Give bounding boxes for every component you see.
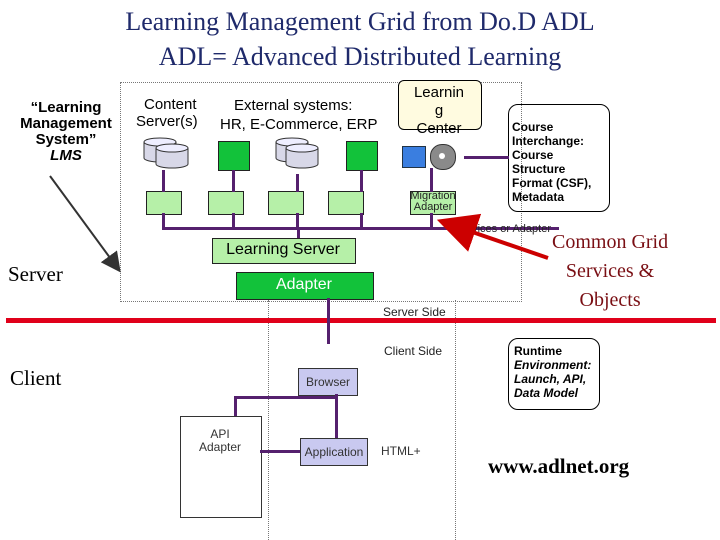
connector	[296, 174, 299, 192]
connector	[234, 396, 338, 399]
connector	[260, 450, 300, 453]
migration-adapter-line-1: Migration	[410, 190, 456, 202]
disc-center-icon	[439, 153, 445, 159]
api-adapter-line-1: API	[210, 427, 230, 441]
external-system-box-1	[218, 141, 250, 171]
connector	[234, 398, 237, 416]
connector	[335, 394, 338, 438]
adapter-box	[236, 272, 374, 300]
common-grid-arrow	[436, 213, 549, 260]
course-interchange-line-4: Structure	[512, 162, 566, 176]
content-server-label: Content Server(s)	[136, 96, 198, 130]
connector	[430, 168, 433, 192]
course-interchange-line-1: Course	[512, 120, 554, 134]
common-grid-line-1: Common Grid	[552, 231, 669, 253]
client-connector	[327, 298, 330, 344]
title-line-1: Learning Management Grid from Do.D ADL	[125, 7, 595, 36]
connector	[360, 213, 363, 229]
connector	[162, 170, 165, 192]
database-icon	[285, 143, 319, 169]
services-bus	[162, 227, 559, 230]
database-icon	[155, 143, 189, 169]
title-line-2: ADL= Advanced Distributed Learning	[158, 42, 562, 71]
api-adapter-line-2: Adapter	[198, 440, 242, 454]
external-systems-label: External systems: HR, E-Commerce, ERP	[220, 96, 378, 134]
runtime-line-3: Launch, API,	[514, 372, 587, 386]
connector	[430, 213, 433, 229]
client-side-label: Client Side	[384, 344, 443, 358]
runtime-environment-label: Runtime Environment: Launch, API, Data M…	[514, 344, 591, 400]
course-interchange-line-5: Format (CSF),	[512, 176, 592, 190]
content-adapter-box-3	[268, 191, 304, 215]
lms-label: “Learning Management System” LMS	[6, 100, 126, 164]
lms-label-line-3: System”	[35, 131, 97, 148]
client-label: Client	[10, 366, 62, 390]
external-systems-line-2: HR, E-Commerce, ERP	[220, 116, 378, 133]
connector	[296, 213, 299, 229]
learning-server-label: Learning Server	[226, 241, 340, 258]
learning-center-box	[398, 80, 482, 130]
api-adapter-label: API Adapter	[180, 428, 260, 454]
course-interchange-label: Course Interchange: Course Structure For…	[512, 120, 591, 204]
api-adapter-box	[180, 416, 262, 518]
learning-center-line-2: g	[434, 102, 444, 119]
runtime-line-4: Data Model	[514, 386, 579, 400]
common-grid-line-3: Objects	[579, 289, 641, 311]
course-interchange-line-3: Course	[512, 148, 554, 162]
client-boundary	[268, 300, 456, 540]
adapter-label: Adapter	[275, 276, 333, 293]
interchange-connector	[464, 156, 509, 159]
lms-boundary	[120, 82, 522, 302]
connector	[297, 227, 300, 239]
server-label: Server	[8, 262, 63, 286]
server-client-divider	[6, 318, 716, 323]
lms-label-line-2: Management	[20, 115, 112, 132]
adlnet-url[interactable]: www.adlnet.org	[488, 454, 630, 478]
external-systems-line-1: External systems:	[234, 97, 353, 114]
migration-adapter-box	[410, 191, 456, 215]
migration-adapter-label: Migration Adapter	[408, 191, 458, 213]
content-server-line-2: Server(s)	[136, 113, 198, 130]
connector	[232, 170, 235, 192]
connector	[360, 170, 363, 192]
course-interchange-line-2: Interchange:	[512, 134, 585, 148]
learning-center-line-3: Center	[416, 120, 462, 137]
content-adapter-box-4	[328, 191, 364, 215]
computer-icon	[402, 146, 426, 168]
migration-adapter-line-2: Adapter	[413, 201, 453, 213]
browser-box: Browser	[298, 368, 358, 396]
lms-arrow	[49, 175, 121, 273]
connector	[162, 213, 165, 229]
course-interchange-line-6: Metadata	[512, 190, 565, 204]
html-plus-label: HTML+	[381, 444, 421, 458]
content-server-line-1: Content	[144, 96, 197, 113]
lms-label-line-1: “Learning	[30, 99, 102, 116]
runtime-line-2: Environment:	[514, 358, 592, 372]
learning-center-label: Learnin g Center	[398, 84, 480, 138]
runtime-line-1: Runtime	[514, 344, 562, 358]
server-side-label: Server Side	[383, 305, 446, 319]
learning-server-box	[212, 238, 356, 264]
connector	[232, 213, 235, 229]
common-grid-line-2: Services &	[565, 260, 655, 282]
lms-label-line-4: LMS	[50, 147, 82, 164]
content-adapter-box-2	[208, 191, 244, 215]
common-grid-label: Common Grid Services & Objects	[552, 228, 668, 315]
runtime-environment-box	[508, 338, 600, 410]
application-box: Application	[300, 438, 368, 466]
learning-center-line-1: Learnin	[413, 84, 465, 101]
